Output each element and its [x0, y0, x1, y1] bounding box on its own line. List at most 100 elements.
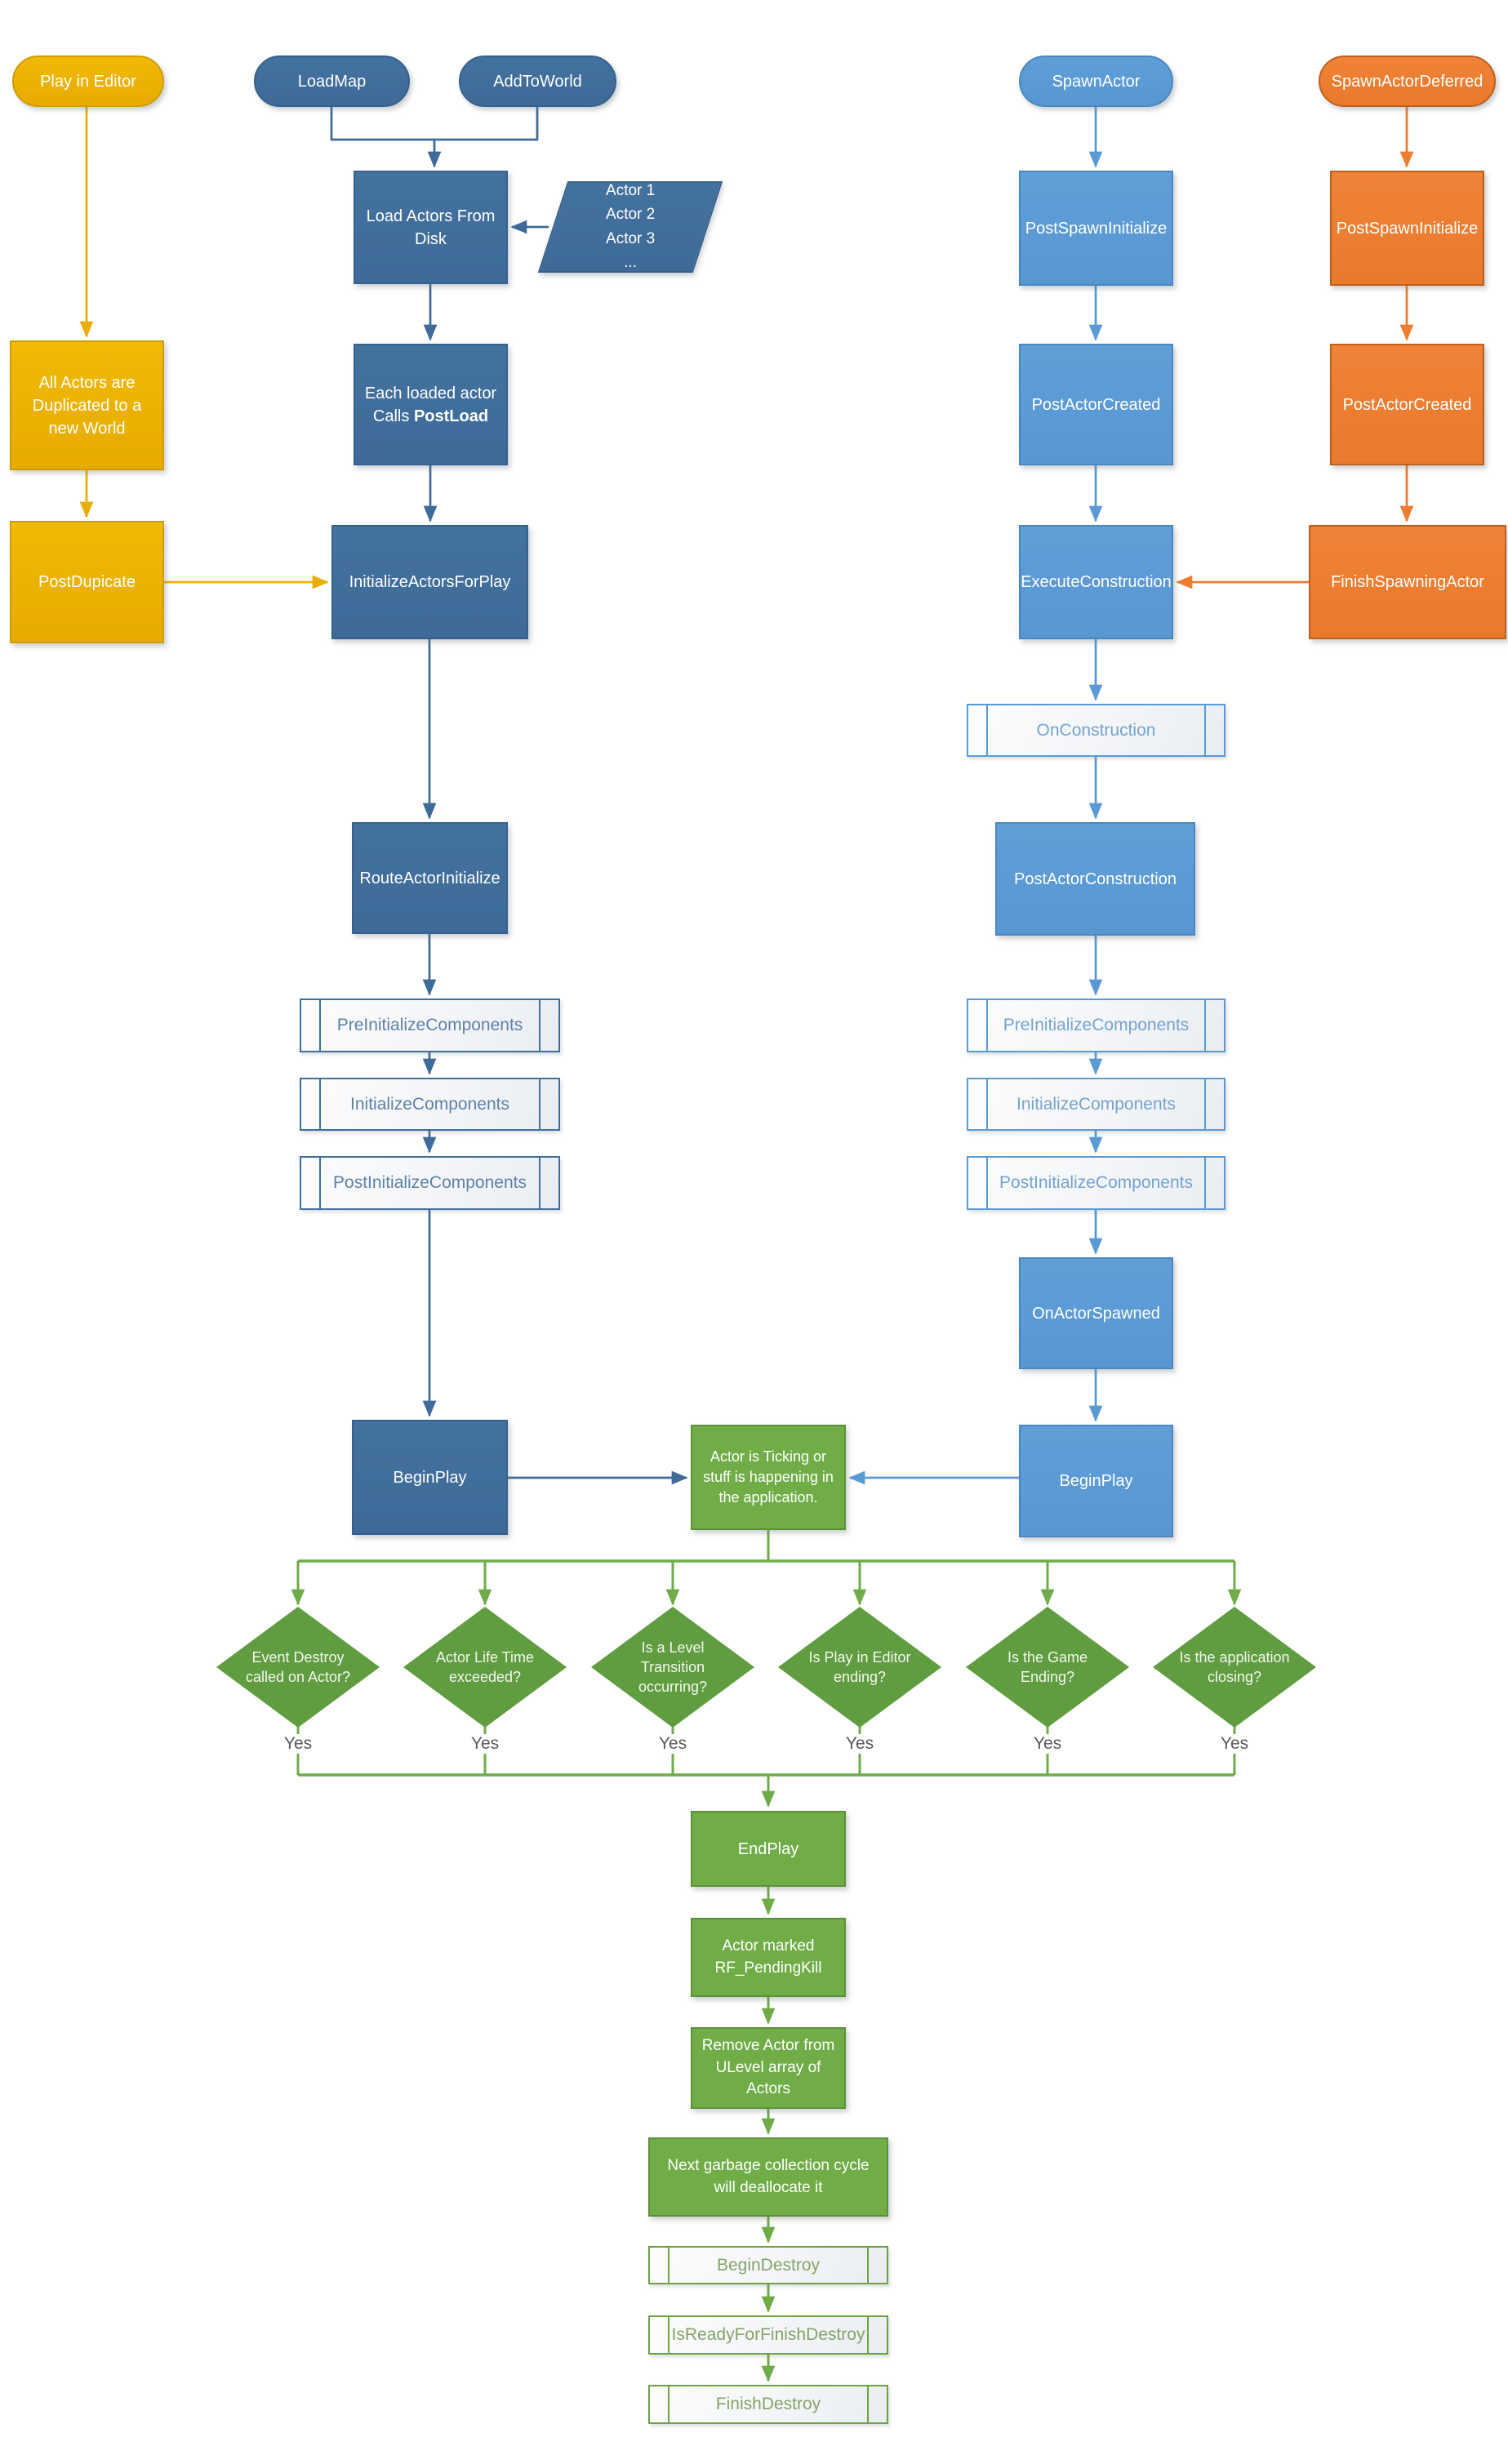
node-label: SpawnActor — [1052, 72, 1141, 91]
node-label: LoadMap — [297, 72, 367, 91]
node-label: PostSpawnInitialize — [1336, 219, 1479, 238]
subprocess-side-bar — [867, 2316, 869, 2354]
node-post-actor-construction: PostActorConstruction — [995, 822, 1195, 936]
subprocess-side-bar — [539, 999, 540, 1052]
subprocess-side-bar — [1204, 705, 1206, 756]
node-label: Actor marked RF_PendingKill — [714, 1937, 822, 1977]
node-each-loaded-actor-postload: Each loaded actor Calls PostLoad — [354, 344, 508, 465]
node-label: OnActorSpawned — [1032, 1304, 1160, 1323]
subprocess-side-bar — [319, 1079, 321, 1130]
node-on-actor-spawned: OnActorSpawned — [1019, 1257, 1173, 1369]
node-begin-play-right: BeginPlay — [1019, 1425, 1173, 1537]
node-label: InitializeComponents — [1016, 1094, 1176, 1114]
node-label: InitializeActorsForPlay — [349, 573, 511, 591]
node-add-to-world: AddToWorld — [459, 56, 616, 107]
node-post-spawn-initialize-orange: PostSpawnInitialize — [1330, 171, 1484, 286]
node-label: FinishDestroy — [715, 2395, 821, 2414]
node-post-actor-created-blue: PostActorCreated — [1019, 344, 1173, 465]
node-label: PostActorCreated — [1342, 395, 1472, 414]
postload-line2: Calls PostLoad — [372, 407, 489, 425]
node-label: AddToWorld — [493, 72, 582, 91]
node-label: IsReadyForFinishDestroy — [671, 2325, 865, 2345]
node-label: PostInitializeComponents — [333, 1173, 527, 1193]
subprocess-side-bar — [986, 705, 988, 756]
subprocess-side-bar — [1204, 1157, 1206, 1209]
node-on-construction: OnConstruction — [967, 704, 1226, 757]
node-initialize-components-right: InitializeComponents — [967, 1078, 1226, 1131]
yes-branch-label: Yes — [1021, 1734, 1074, 1754]
node-label: Actor 1 Actor 2 Actor 3 ... — [605, 182, 656, 272]
node-finish-destroy: FinishDestroy — [648, 2385, 888, 2424]
node-label: Remove Actor from ULevel array of Actors — [701, 2037, 835, 2098]
node-post-initialize-components-left: PostInitializeComponents — [300, 1156, 560, 1210]
subprocess-side-bar — [539, 1079, 540, 1130]
node-route-actor-initialize: RouteActorInitialize — [352, 822, 508, 934]
node-next-garbage-collection: Next garbage collection cycle will deall… — [648, 2137, 888, 2217]
node-label: Is the application closing? — [1179, 1648, 1290, 1685]
node-is-ready-for-finish-destroy: IsReadyForFinishDestroy — [648, 2315, 888, 2355]
node-initialize-actors-for-play: InitializeActorsForPlay — [331, 525, 528, 639]
node-label: Is Play in Editor ending? — [808, 1648, 911, 1685]
node-label: Event Destroy called on Actor? — [245, 1648, 351, 1685]
subprocess-side-bar — [867, 2386, 869, 2423]
node-play-in-editor: Play in Editor — [12, 56, 164, 107]
subprocess-side-bar — [986, 999, 988, 1052]
node-post-initialize-components-right: PostInitializeComponents — [967, 1156, 1226, 1210]
node-all-actors-duplicated: All Actors are Duplicated to a new World — [10, 340, 164, 470]
yes-branch-label: Yes — [834, 1734, 886, 1754]
subprocess-side-bar — [668, 2247, 669, 2284]
node-actor-marked-pendingkill: Actor marked RF_PendingKill — [691, 1918, 846, 1997]
subprocess-side-bar — [867, 2247, 869, 2284]
yes-branch-label: Yes — [1208, 1734, 1261, 1754]
node-begin-play-left: BeginPlay — [352, 1420, 508, 1535]
node-label: Actor Life Time exceeded? — [435, 1648, 535, 1685]
node-label: Is a Level Transition occurring? — [638, 1639, 708, 1696]
subprocess-side-bar — [986, 1079, 988, 1130]
node-label: PostActorConstruction — [1014, 870, 1177, 888]
node-pre-initialize-components-right: PreInitializeComponents — [967, 998, 1226, 1052]
node-post-spawn-initialize-blue: PostSpawnInitialize — [1019, 171, 1173, 286]
node-finish-spawning-actor: FinishSpawningActor — [1309, 525, 1506, 639]
yes-branch-label: Yes — [647, 1734, 699, 1754]
subprocess-side-bar — [668, 2386, 669, 2423]
node-label: PostActorCreated — [1031, 395, 1161, 414]
subprocess-side-bar — [319, 1157, 321, 1209]
subprocess-side-bar — [668, 2316, 669, 2354]
node-execute-construction: ExecuteConstruction — [1019, 525, 1173, 639]
node-label: FinishSpawningActor — [1331, 573, 1484, 591]
node-label: PostSpawnInitialize — [1025, 219, 1168, 238]
node-begin-destroy: BeginDestroy — [648, 2246, 888, 2284]
node-label: SpawnActorDeferred — [1331, 72, 1484, 91]
subprocess-side-bar — [986, 1157, 988, 1209]
node-label: All Actors are Duplicated to a new World — [32, 373, 142, 438]
node-label: OnConstruction — [1036, 720, 1156, 740]
node-pre-initialize-components-left: PreInitializeComponents — [300, 998, 560, 1052]
node-label: Play in Editor — [40, 72, 136, 91]
node-label: PreInitializeComponents — [336, 1016, 523, 1035]
node-actors-data-parallelogram: Actor 1 Actor 2 Actor 3 ... — [537, 181, 723, 273]
node-label: InitializeComponents — [350, 1094, 509, 1114]
subprocess-side-bar — [319, 999, 321, 1052]
node-label: Is the Game Ending? — [1007, 1648, 1088, 1685]
yes-branch-label: Yes — [459, 1734, 511, 1754]
node-label: PostDupicate — [38, 573, 136, 591]
node-label: Load Actors From Disk — [366, 207, 496, 248]
node-label: BeginPlay — [393, 1468, 467, 1487]
node-load-map: LoadMap — [254, 56, 410, 107]
node-label: Each loaded actor Calls PostLoad — [365, 382, 496, 428]
node-post-actor-created-orange: PostActorCreated — [1330, 344, 1484, 465]
node-label: PreInitializeComponents — [1003, 1016, 1190, 1035]
node-label: ExecuteConstruction — [1021, 573, 1172, 591]
node-remove-actor-from-ulevel: Remove Actor from ULevel array of Actors — [691, 2027, 846, 2109]
node-end-play: EndPlay — [691, 1811, 846, 1887]
node-label: PostInitializeComponents — [999, 1173, 1193, 1193]
node-label: Next garbage collection cycle will deall… — [667, 2156, 870, 2196]
subprocess-side-bar — [1204, 999, 1206, 1052]
node-initialize-components-left: InitializeComponents — [300, 1078, 560, 1131]
postload-line1: Each loaded actor — [364, 384, 497, 403]
node-label: RouteActorInitialize — [359, 869, 500, 887]
node-label: BeginDestroy — [716, 2255, 821, 2275]
node-label: Actor is Ticking or stuff is happening i… — [703, 1448, 834, 1506]
